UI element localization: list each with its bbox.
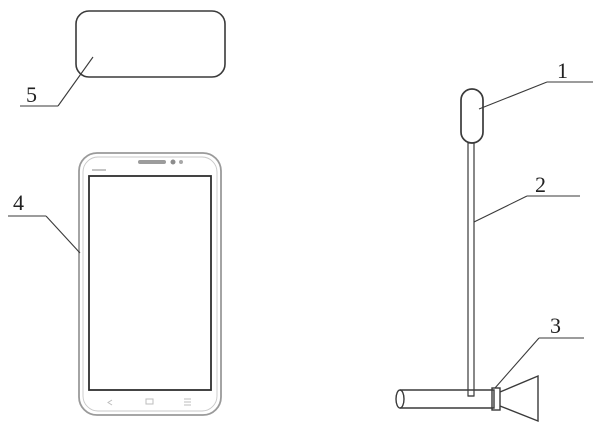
base-collar <box>491 387 501 411</box>
leader-2 <box>473 195 580 223</box>
back-button-icon <box>107 399 113 406</box>
leader-1 <box>478 81 593 110</box>
ref-label-2: 2 <box>535 172 546 197</box>
swab-tip <box>460 88 484 144</box>
front-camera-icon <box>170 159 176 165</box>
leader-5-diagonal <box>57 56 94 107</box>
component-4-smartphone <box>78 152 222 416</box>
card-outline <box>75 10 226 78</box>
sensor-icon <box>179 160 183 164</box>
base-flared-end <box>499 374 539 423</box>
home-button-icon <box>145 398 154 405</box>
leader-2-diagonal <box>473 195 528 223</box>
phone-body <box>78 152 222 416</box>
leader-4-diagonal <box>45 215 81 254</box>
phone-speaker <box>138 160 166 164</box>
component-1-tip <box>460 88 484 144</box>
component-5-card <box>75 10 226 78</box>
component-3-base <box>395 374 539 423</box>
leader-5 <box>20 56 94 107</box>
ref-label-3: 3 <box>550 313 561 338</box>
ref-label-4: 4 <box>13 190 24 215</box>
leader-1-diagonal <box>478 81 548 110</box>
brand-mark <box>92 169 106 171</box>
menu-button-icon <box>184 398 191 406</box>
phone-screen <box>88 175 212 391</box>
phone-body-inner-edge <box>82 156 218 412</box>
component-2-shaft <box>467 142 475 397</box>
ref-label-1: 1 <box>557 58 568 83</box>
base-left-tube <box>400 389 495 409</box>
base-left-end <box>395 389 405 409</box>
leader-3-diagonal <box>494 337 540 389</box>
leader-3 <box>494 337 584 389</box>
shaft <box>467 142 475 397</box>
ref-label-5: 5 <box>26 82 37 107</box>
leader-4 <box>8 215 81 254</box>
